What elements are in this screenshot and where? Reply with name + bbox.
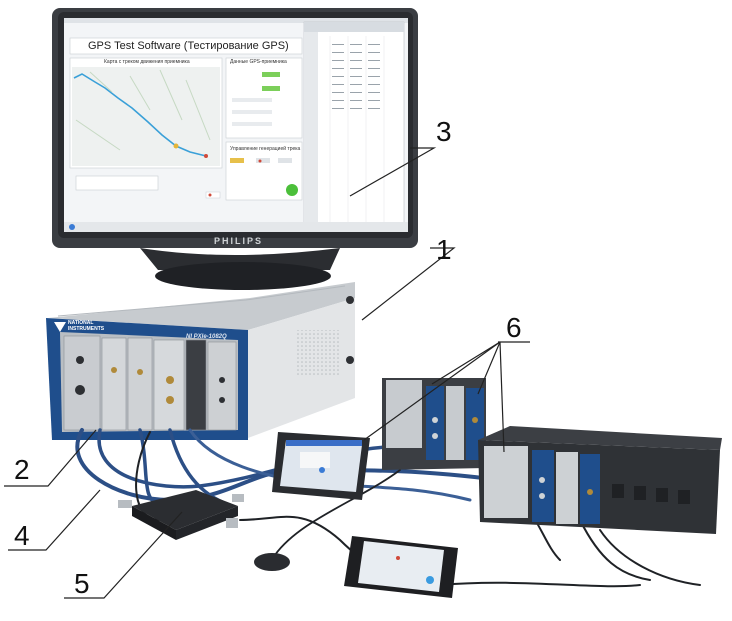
callout-5: 5 xyxy=(74,568,90,599)
app-title: GPS Test Software (Тестирование GPS) xyxy=(88,40,289,52)
callout-1: 1 xyxy=(436,234,452,265)
callout-3: 3 xyxy=(436,116,452,147)
callout-6: 6 xyxy=(506,312,522,343)
map-panel-title: Карта с треком движения приемника xyxy=(104,59,190,65)
cdaq-chassis-large xyxy=(478,426,722,534)
monitor-brand: PHILIPS xyxy=(214,236,264,246)
monitor xyxy=(52,8,418,290)
pxi-chassis xyxy=(46,282,355,440)
data-panel-title: Данные GPS-приемника xyxy=(230,59,287,65)
track-marker-icon xyxy=(173,143,179,149)
leader-lines xyxy=(4,147,530,599)
ni-logo-line1: NATIONAL xyxy=(68,320,94,326)
smartphone xyxy=(344,536,458,598)
callout-4: 4 xyxy=(14,520,30,551)
callout-2: 2 xyxy=(14,454,30,485)
control-panel-title: Управление генерацией трека xyxy=(230,146,301,152)
gps-antenna xyxy=(254,553,290,571)
chassis-model: NI PXIe-1082Q xyxy=(186,334,227,340)
ni-logo-icon xyxy=(54,322,66,332)
status-led-icon xyxy=(286,184,298,196)
cdaq-chassis-small xyxy=(382,378,486,470)
ni-logo-line2: INSTRUMENTS xyxy=(68,326,105,332)
tablet-device xyxy=(272,432,370,500)
gps-track-line xyxy=(73,73,207,157)
log-table-window xyxy=(303,21,405,229)
